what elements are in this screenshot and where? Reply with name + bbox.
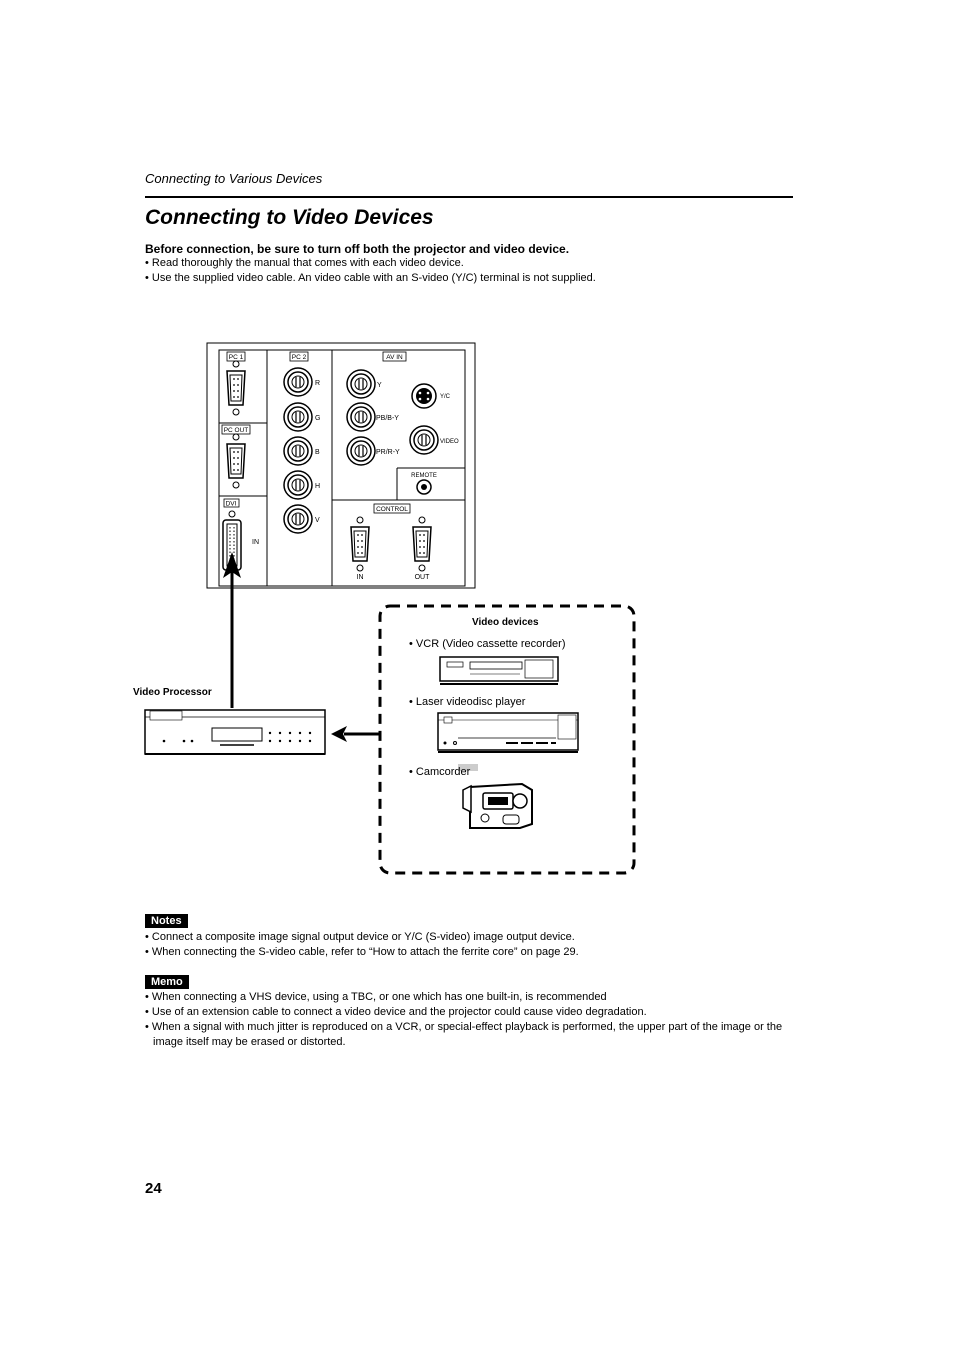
video-processor-label: Video Processor xyxy=(133,687,212,698)
video-devices-group xyxy=(378,604,636,875)
list-item: Use of an extension cable to connect a v… xyxy=(145,1005,793,1020)
vcr-illustration xyxy=(439,656,559,685)
dvi-label: DVI xyxy=(226,501,237,508)
projector-panel: PC 1 PC OUT DVI IN PC 2 R G B H V AV I xyxy=(206,342,476,589)
list-item: Connect a composite image signal output … xyxy=(145,930,579,945)
video-devices-title: Video devices xyxy=(472,617,539,628)
control-in-label: IN xyxy=(357,574,364,581)
pc-out-label: PC OUT xyxy=(224,427,249,434)
camcorder-illustration xyxy=(458,764,533,829)
bnc-port-icon xyxy=(283,436,313,466)
av-yc-label: Y/C xyxy=(440,394,451,400)
pc1-label: PC 1 xyxy=(229,354,244,361)
pc2-b-label: B xyxy=(315,449,320,456)
pc2-r-label: R xyxy=(315,380,320,387)
device-connection-arrow xyxy=(331,726,380,742)
bnc-port-icon xyxy=(283,504,313,534)
header-rule xyxy=(145,196,793,198)
remote-jack-icon xyxy=(416,479,432,495)
dvi-in-label: IN xyxy=(252,539,259,546)
pc2-g-label: G xyxy=(315,415,320,422)
camcorder-label: Camcorder xyxy=(409,766,470,778)
bnc-port-icon xyxy=(346,369,376,399)
memo-tag: Memo xyxy=(145,975,189,989)
video-processor-illustration xyxy=(144,709,326,755)
bnc-port-icon xyxy=(283,402,313,432)
remote-label: REMOTE xyxy=(411,473,437,479)
pc2-h-label: H xyxy=(315,483,320,490)
section-header: Connecting to Various Devices xyxy=(145,171,323,186)
list-item: Read thoroughly the manual that comes wi… xyxy=(145,256,596,271)
warning-text: Before connection, be sure to turn off b… xyxy=(145,242,570,256)
pc2-label: PC 2 xyxy=(292,354,307,361)
notes-tag: Notes xyxy=(145,914,188,928)
bnc-port-icon xyxy=(346,402,376,432)
dvi-connection-arrow xyxy=(223,552,241,708)
av-video-label: VIDEO xyxy=(440,439,459,445)
av-y-label: Y xyxy=(377,382,382,389)
s-video-port-icon xyxy=(411,383,437,409)
vcr-label: VCR (Video cassette recorder) xyxy=(409,638,566,650)
memo-list: When connecting a VHS device, using a TB… xyxy=(145,990,793,1050)
av-in-label: AV IN xyxy=(386,354,403,361)
page-number: 24 xyxy=(145,1180,162,1197)
list-item: When a signal with much jitter is reprod… xyxy=(145,1020,793,1050)
laser-disc-label: Laser videodisc player xyxy=(409,696,525,708)
list-item: When connecting a VHS device, using a TB… xyxy=(145,990,793,1005)
bnc-port-icon xyxy=(283,470,313,500)
notes-list: Connect a composite image signal output … xyxy=(145,930,579,960)
laser-disc-player-illustration xyxy=(437,712,579,753)
av-pb-label: PB/B-Y xyxy=(376,415,399,422)
bnc-port-icon xyxy=(409,425,439,455)
connection-diagram: PC 1 PC OUT DVI IN PC 2 R G B H V AV I xyxy=(144,342,636,875)
list-item: When connecting the S-video cable, refer… xyxy=(145,945,579,960)
list-item: Use the supplied video cable. An video c… xyxy=(145,271,596,286)
intro-list: Read thoroughly the manual that comes wi… xyxy=(145,256,596,286)
control-label: CONTROL xyxy=(376,506,408,513)
av-pr-label: PR/R-Y xyxy=(376,449,400,456)
bnc-port-icon xyxy=(346,436,376,466)
page-title: Connecting to Video Devices xyxy=(145,206,434,229)
pc2-v-label: V xyxy=(315,517,320,524)
bnc-port-icon xyxy=(283,367,313,397)
control-out-label: OUT xyxy=(415,574,431,581)
